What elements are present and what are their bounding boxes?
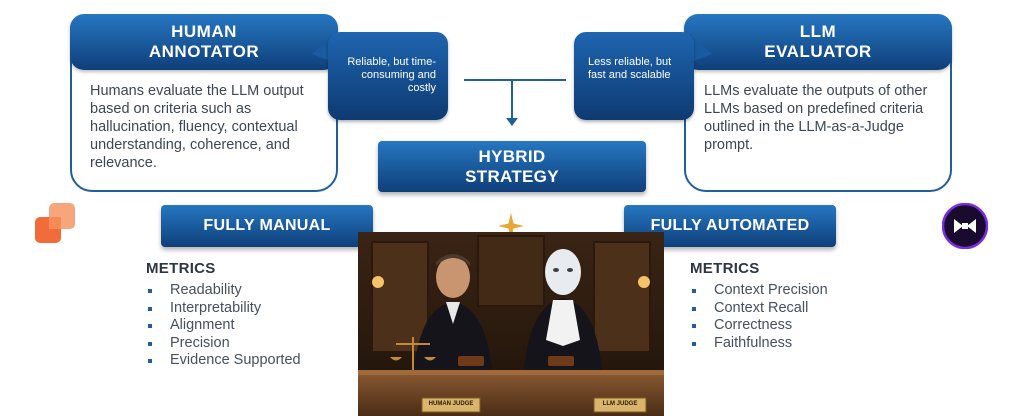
automated-metrics-title: METRICS [690,260,760,277]
orange-stack-logo-icon [35,203,75,243]
fully-manual-label: FULLY MANUAL [161,205,373,247]
manual-metric-item: Evidence Supported [146,352,301,370]
fully-automated-label: FULLY AUTOMATED [624,205,836,247]
automated-metric-item: Context Precision [690,282,828,300]
human-tradeoff-bubble: Reliable, but time-consuming and costly [328,32,448,120]
courtroom-scene [358,232,664,416]
manual-metric-item: Precision [146,335,301,353]
llm-evaluator-header: LLM EVALUATOR [684,14,952,70]
llm-evaluator-title-line1: LLM [799,22,837,41]
automated-metric-item: Correctness [690,317,828,335]
manual-metric-item: Interpretability [146,300,301,318]
llm-tradeoff-bubble: Less reliable, but fast and scalable [574,32,694,120]
llm-tradeoff-text: Less reliable, but fast and scalable [588,56,672,81]
manual-metric-item: Alignment [146,317,301,335]
connector-arrow [464,79,566,126]
hybrid-strategy-box: HYBRID STRATEGY [378,141,646,192]
hybrid-line1: HYBRID [478,146,546,166]
manual-metrics-list: Readability Interpretability Alignment P… [146,282,301,370]
human-annotator-title-line1: HUMAN [171,22,237,41]
human-judge-plaque: HUMAN JUDGE [428,401,474,407]
manual-metric-item: Readability [146,282,301,300]
sparkle-icon [498,213,524,239]
llm-judge-plaque: LLM JUDGE [602,401,638,407]
courtroom-illustration: HUMAN JUDGE LLM JUDGE [358,232,664,416]
llm-evaluator-title-line2: EVALUATOR [764,42,872,61]
purple-bowtie-logo-icon [942,203,988,249]
llm-evaluator-description: LLMs evaluate the outputs of other LLMs … [704,83,928,153]
hybrid-line2: STRATEGY [465,166,559,186]
human-tradeoff-text: Reliable, but time-consuming and costly [347,56,436,94]
automated-metrics-list: Context Precision Context Recall Correct… [690,282,828,352]
human-annotator-header: HUMAN ANNOTATOR [70,14,338,70]
human-annotator-description: Humans evaluate the LLM output based on … [90,83,304,171]
human-annotator-title-line2: ANNOTATOR [148,42,260,61]
automated-metric-item: Faithfulness [690,335,828,353]
manual-metrics-title: METRICS [146,260,216,277]
automated-metric-item: Context Recall [690,300,828,318]
